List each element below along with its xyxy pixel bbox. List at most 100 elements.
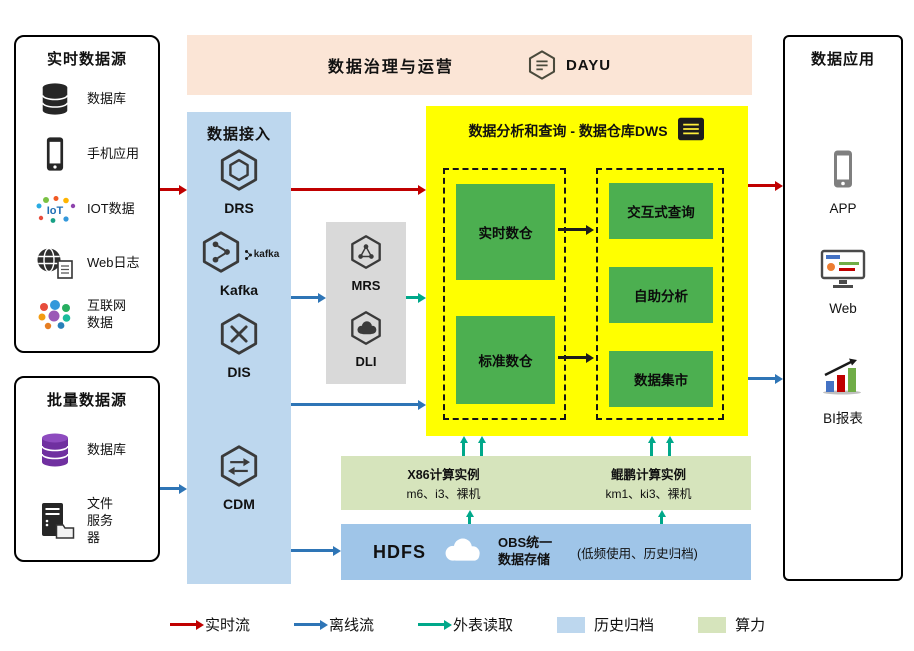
web-monitor-icon bbox=[820, 249, 866, 294]
arrow-storage-to-compute-1 bbox=[468, 517, 471, 524]
source-item-mobile: 手机应用 bbox=[32, 134, 152, 174]
app-item-web: Web bbox=[785, 249, 901, 316]
app-item-bi: BI报表 bbox=[785, 357, 901, 427]
kafka-wordmark-icon: kafka bbox=[244, 249, 280, 261]
dws-panel: 数据分析和查询 - 数据仓库DWS 实时数仓 标准数仓 交互式查询 自助分析 数… bbox=[426, 106, 748, 436]
arrow-ingestion-to-mrs-offline bbox=[291, 296, 318, 299]
service-mrs: MRS bbox=[326, 234, 406, 293]
arrow-dws-to-app-realtime bbox=[748, 184, 775, 187]
kunpeng-subtitle: km1、ki3、裸机 bbox=[605, 487, 692, 501]
obs-cloud-icon bbox=[439, 535, 485, 570]
arrow-storage-to-compute-2 bbox=[660, 517, 663, 524]
mrs-hexagon-icon bbox=[348, 234, 384, 275]
arrow-compute-to-dws-1 bbox=[462, 443, 465, 456]
governance-banner: 数据治理与运营 DAYU bbox=[187, 35, 752, 95]
kafka-hexagon-icon bbox=[199, 230, 243, 279]
service-kafka: kafka Kafka bbox=[187, 230, 291, 298]
legend-item-realtime-flow: 实时流 bbox=[170, 614, 250, 635]
kafka-wordmark-label: kafka bbox=[253, 249, 280, 260]
analytics-group: 交互式查询 自助分析 数据集市 bbox=[596, 168, 724, 420]
source-item-iot: IoT IOT数据 bbox=[32, 189, 152, 229]
data-mart-box: 数据集市 bbox=[609, 351, 713, 407]
dli-hexagon-icon bbox=[348, 310, 384, 351]
legend-item-archive: 历史归档 bbox=[557, 614, 654, 635]
legend-label: 算力 bbox=[735, 617, 766, 634]
hdfs-label: HDFS bbox=[373, 541, 426, 562]
applications-title: 数据应用 bbox=[810, 51, 875, 68]
arrow-realtime-warehouse-to-query bbox=[558, 228, 586, 231]
service-drs: DRS bbox=[187, 148, 291, 216]
realtime-sources-title: 实时数据源 bbox=[46, 51, 127, 68]
file-server-icon bbox=[32, 501, 78, 541]
source-item-label: IOT数据 bbox=[87, 200, 135, 216]
x86-subtitle: m6、i3、裸机 bbox=[406, 487, 481, 501]
dws-title: 数据分析和查询 - 数据仓库DWS bbox=[426, 106, 748, 145]
database-icon bbox=[32, 81, 78, 117]
source-item-label: Web日志 bbox=[87, 254, 140, 270]
compute-swatch-icon bbox=[698, 616, 727, 633]
arrow-standard-warehouse-to-mart bbox=[558, 356, 586, 359]
legend-item-offline-flow: 离线流 bbox=[294, 614, 374, 635]
source-item-batch-database: 数据库 bbox=[32, 430, 152, 470]
app-item-label: Web bbox=[829, 301, 857, 316]
iot-icon: IoT bbox=[32, 194, 78, 224]
source-item-database: 数据库 bbox=[32, 79, 152, 119]
arrow-mrs-to-dws-external bbox=[406, 296, 418, 299]
batch-sources-panel: 批量数据源 数据库 文件服务器 bbox=[14, 376, 160, 562]
arrow-compute-to-dws-2 bbox=[480, 443, 483, 456]
dis-hexagon-icon bbox=[217, 312, 261, 361]
arrow-realtime-sources-to-ingestion bbox=[160, 188, 179, 191]
kunpeng-instances: 鲲鹏计算实例 km1、ki3、裸机 bbox=[546, 456, 751, 510]
arrow-batch-sources-to-ingestion bbox=[160, 487, 179, 490]
source-item-label: 手机应用 bbox=[87, 145, 140, 161]
archive-swatch-icon bbox=[557, 616, 586, 633]
ingestion-title: 数据接入 bbox=[206, 126, 271, 143]
arrow-compute-to-dws-3 bbox=[650, 443, 653, 456]
service-label: DIS bbox=[227, 364, 251, 380]
mrs-dli-panel: MRS DLI bbox=[326, 222, 406, 384]
source-item-label: 文件服务器 bbox=[87, 496, 114, 545]
mobile-phone-icon bbox=[32, 136, 78, 172]
legend-label: 实时流 bbox=[205, 617, 251, 634]
web-log-icon bbox=[32, 246, 78, 280]
source-item-internet: 互联网数据 bbox=[32, 295, 152, 335]
legend-item-external-read: 外表读取 bbox=[418, 614, 513, 635]
obs-note: (低频使用、历史归档) bbox=[577, 546, 698, 561]
kunpeng-title: 鲲鹏计算实例 bbox=[610, 468, 686, 482]
compute-instances-bar: X86计算实例 m6、i3、裸机 鲲鹏计算实例 km1、ki3、裸机 bbox=[341, 456, 751, 510]
service-dis: DIS bbox=[187, 312, 291, 380]
dws-database-icon bbox=[676, 116, 706, 145]
banner-title: 数据治理与运营 bbox=[327, 59, 454, 76]
service-label: DLI bbox=[355, 354, 377, 369]
offline-flow-arrow-icon bbox=[294, 623, 321, 626]
ingestion-column: 数据接入 DRS bbox=[187, 112, 291, 584]
legend-item-compute: 算力 bbox=[698, 614, 765, 635]
svg-text:IoT: IoT bbox=[47, 205, 64, 217]
purple-database-icon bbox=[32, 431, 78, 469]
bi-report-icon bbox=[821, 357, 865, 400]
legend-label: 外表读取 bbox=[453, 617, 514, 634]
external-read-arrow-icon bbox=[418, 623, 445, 626]
x86-instances: X86计算实例 m6、i3、裸机 bbox=[341, 456, 546, 510]
source-item-label: 数据库 bbox=[87, 441, 127, 457]
interactive-query-box: 交互式查询 bbox=[609, 183, 713, 239]
arrow-dws-to-web-offline bbox=[748, 377, 775, 380]
app-item-label: APP bbox=[829, 201, 857, 216]
storage-bar: HDFS OBS统一数据存储 (低频使用、历史归档) bbox=[341, 524, 751, 580]
source-item-file-server: 文件服务器 bbox=[32, 496, 152, 547]
source-item-weblog: Web日志 bbox=[32, 243, 152, 283]
app-item-label: BI报表 bbox=[823, 411, 863, 426]
app-phone-icon bbox=[831, 149, 855, 194]
obs-label: OBS统一数据存储 bbox=[498, 535, 553, 567]
service-label: CDM bbox=[223, 496, 255, 512]
legend-label: 离线流 bbox=[329, 617, 375, 634]
source-item-label: 互联网数据 bbox=[87, 298, 127, 330]
realtime-sources-panel: 实时数据源 数据库 手机应用 bbox=[14, 35, 160, 353]
arrow-compute-to-dws-4 bbox=[668, 443, 671, 456]
app-item-app: APP bbox=[785, 149, 901, 216]
internet-data-icon bbox=[32, 299, 78, 331]
applications-panel: 数据应用 APP bbox=[783, 35, 903, 581]
arrow-cdm-to-hdfs-offline bbox=[291, 549, 333, 552]
cdm-hexagon-icon bbox=[217, 444, 261, 493]
